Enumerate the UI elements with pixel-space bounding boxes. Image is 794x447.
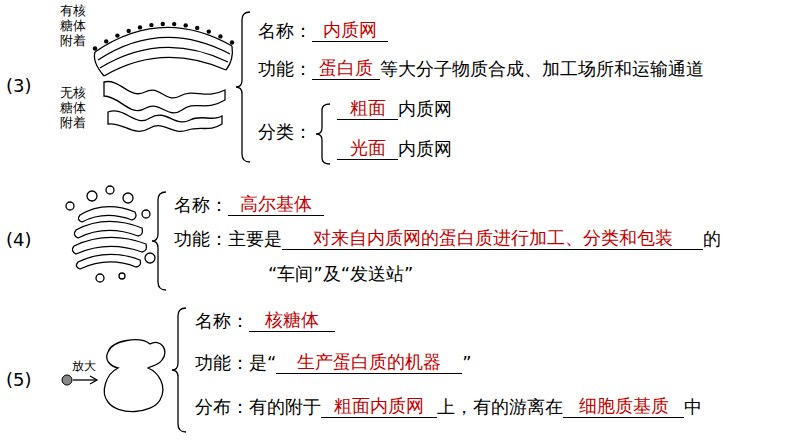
label-text: ” <box>462 351 471 374</box>
answer-blank: 粗面 <box>337 96 398 120</box>
answer-blank: 生产蛋白质的机器 <box>276 350 462 374</box>
text-line: 名称：高尔基体 <box>174 192 324 216</box>
label-text: 等大分子物质合成、加工场所和运输通道 <box>380 57 704 80</box>
text-line: 分类： <box>258 120 312 143</box>
text-line: 分布：有的附于粗面内质网上，有的游离在细胞质基质中 <box>195 394 702 418</box>
ribosome-dot <box>172 22 176 26</box>
label-text: 内质网 <box>398 97 452 120</box>
answer-blank: 细胞质基质 <box>563 394 684 418</box>
text-line: “车间”及“发送站” <box>268 262 413 285</box>
answer-blank: 光面 <box>337 136 398 160</box>
answer-blank: 核糖体 <box>249 308 335 332</box>
label-text: 有核糖体附着 <box>60 4 87 49</box>
ribosome-dot <box>195 26 199 30</box>
ribosome-dot <box>149 23 153 27</box>
label-text: 的 <box>703 227 721 250</box>
label-text: (5) <box>6 368 32 391</box>
text-line: 功能：是“生产蛋白质的机器” <box>195 350 472 374</box>
text-line: 功能：主要是对来自内质网的蛋白质进行加工、分类和包装的 <box>174 226 721 250</box>
answer-blank: 高尔基体 <box>228 192 324 216</box>
ribosome-dot <box>115 33 119 37</box>
ribosome-dot <box>138 25 142 29</box>
answer-blank: 内质网 <box>312 18 388 42</box>
ribosome-dot <box>93 46 97 50</box>
answer-blank: 蛋白质 <box>312 56 380 80</box>
label-text: 名称： <box>195 309 249 332</box>
text-line: 功能：蛋白质等大分子物质合成、加工场所和运输通道 <box>258 56 704 80</box>
ribosome-dot <box>230 40 234 44</box>
label-text: 无核糖体附着 <box>60 86 87 131</box>
label-text: “车间”及“发送站” <box>268 262 413 285</box>
label-text: 功能：是“ <box>195 351 276 374</box>
label-text: 分布：有的附于 <box>195 395 321 418</box>
label-text: 分类： <box>258 120 312 143</box>
answer-blank: 粗面内质网 <box>321 394 437 418</box>
label-text: 内质网 <box>398 137 452 160</box>
label-text: 放大 <box>72 360 96 373</box>
text-line: 名称：内质网 <box>258 18 388 42</box>
label-text: 中 <box>684 395 702 418</box>
ribosome-dot <box>104 39 108 43</box>
label-text: 功能： <box>258 57 312 80</box>
ribosome-dot <box>184 23 188 27</box>
label-text: 名称： <box>258 19 312 42</box>
label-text: 功能：主要是 <box>174 227 282 250</box>
text-line: 光面内质网 <box>337 136 452 160</box>
label-text: 上，有的游离在 <box>437 395 563 418</box>
text-line: 粗面内质网 <box>337 96 452 120</box>
text-line: 名称：核糖体 <box>195 308 335 332</box>
ribosome-dot <box>127 29 131 33</box>
ribosome-dot <box>218 34 222 38</box>
answer-blank: 对来自内质网的蛋白质进行加工、分类和包装 <box>282 226 703 250</box>
label-text: (3) <box>6 74 32 97</box>
ribosome-dot <box>207 29 211 33</box>
label-text: 名称： <box>174 193 228 216</box>
ribosome-dot <box>161 22 165 26</box>
label-text: (4) <box>6 228 32 251</box>
